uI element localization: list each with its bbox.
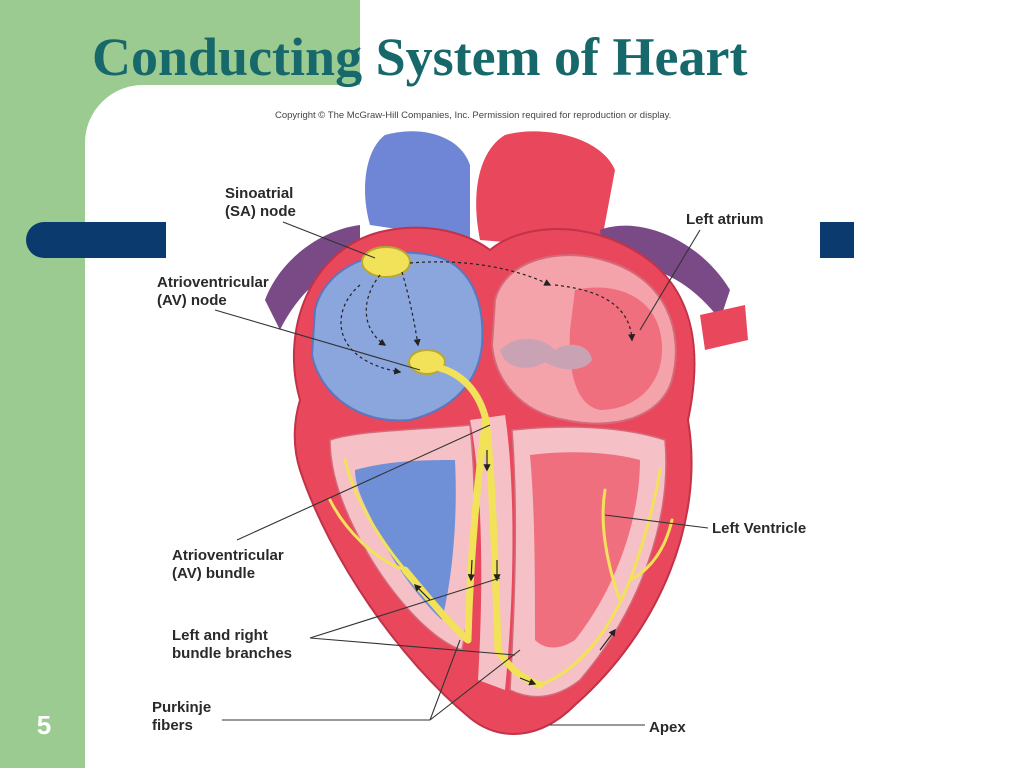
mitral-valve xyxy=(500,338,592,370)
label-av-node-line1: Atrioventricular xyxy=(157,274,269,291)
label-purkinje-line1: Purkinje xyxy=(152,699,211,716)
impulse-paths xyxy=(340,261,636,375)
superior-vena-cava xyxy=(365,131,470,240)
slide-title: Conducting System of Heart xyxy=(92,27,748,87)
left-ventricle-chamber xyxy=(530,452,640,648)
sa-node xyxy=(361,246,411,278)
label-bundle-branches-line2: bundle branches xyxy=(172,645,292,662)
conduction-arrows xyxy=(413,450,616,686)
label-apex: Apex xyxy=(649,719,686,736)
leader-lines xyxy=(214,221,709,726)
decorative-bar-left xyxy=(26,222,166,258)
decorative-square-right xyxy=(820,222,854,258)
right-ventricle-chamber xyxy=(355,460,456,620)
label-sa-node-line2: (SA) node xyxy=(225,203,296,220)
left-atrium-inner xyxy=(569,287,663,410)
pulmonary-vein xyxy=(700,305,748,350)
label-purkinje-line2: fibers xyxy=(152,717,193,734)
label-av-bundle-line1: Atrioventricular xyxy=(172,547,284,564)
purkinje-fibers xyxy=(328,458,674,687)
copyright-notice: Copyright © The McGraw-Hill Companies, I… xyxy=(275,110,672,121)
label-bundle-branches-line1: Left and right xyxy=(172,627,268,644)
label-sa-node-line1: Sinoatrial xyxy=(225,185,293,202)
label-av-bundle-line2: (AV) bundle xyxy=(172,565,255,582)
slide-number: 5 xyxy=(36,710,52,740)
coronary-vessel-left xyxy=(265,225,360,330)
label-left-atrium: Left atrium xyxy=(686,211,764,228)
av-node xyxy=(408,349,446,375)
label-left-ventricle: Left Ventricle xyxy=(712,520,806,537)
aorta xyxy=(476,131,615,250)
right-atrium xyxy=(310,251,484,422)
label-av-node-line2: (AV) node xyxy=(157,292,227,309)
